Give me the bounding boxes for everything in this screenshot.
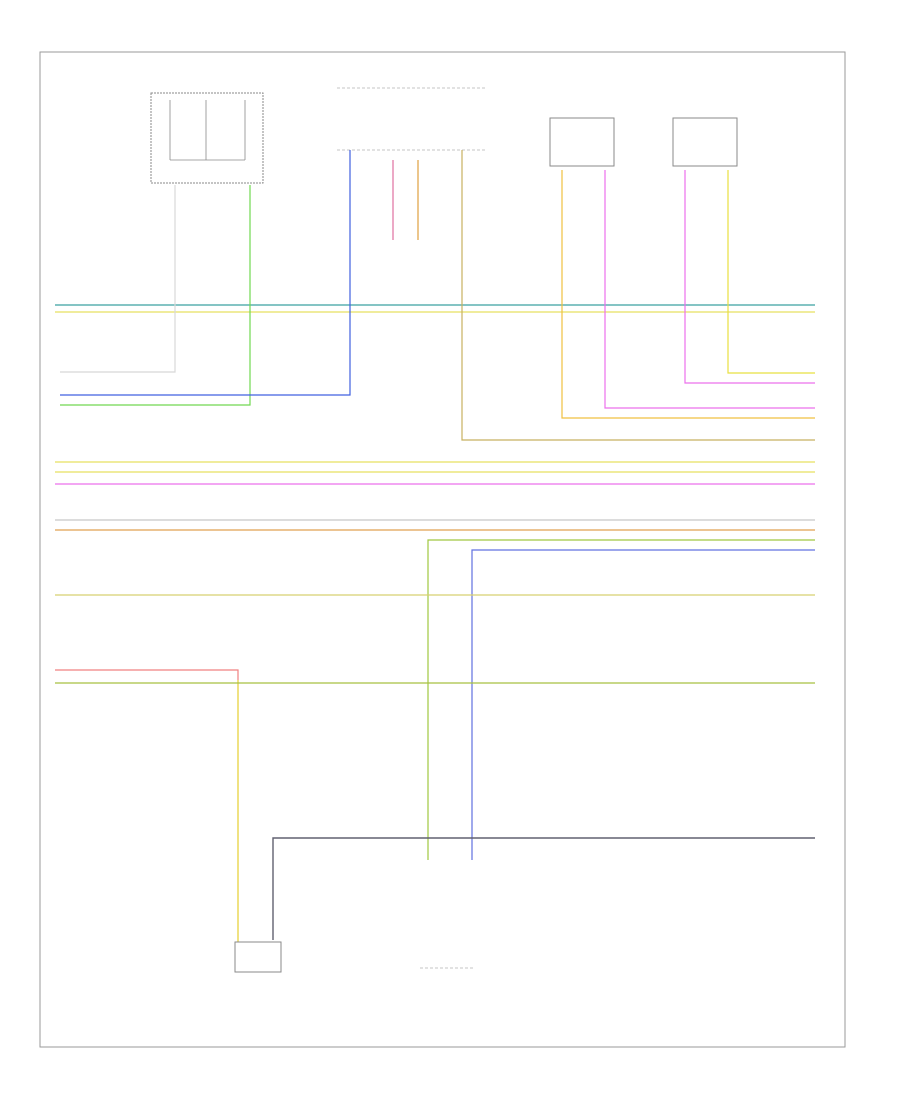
wire	[60, 185, 251, 406]
wire	[60, 185, 176, 373]
unknown-module	[150, 92, 264, 184]
right-rear-module	[672, 117, 738, 167]
wire	[684, 170, 815, 384]
wire	[604, 170, 815, 409]
component-body	[234, 941, 282, 973]
left-front-sensor	[234, 941, 282, 973]
wire	[727, 170, 815, 374]
wire	[427, 539, 815, 860]
component-body	[672, 117, 738, 167]
wire	[272, 837, 815, 940]
diagram-frame	[39, 51, 846, 1048]
component-body	[549, 117, 615, 167]
wire	[55, 669, 239, 950]
wire	[471, 549, 815, 860]
wire	[461, 150, 815, 441]
left-rear-module	[549, 117, 615, 167]
component-body	[150, 92, 264, 184]
multi-module-top	[337, 87, 486, 151]
wire	[60, 150, 351, 396]
wire	[561, 170, 815, 419]
